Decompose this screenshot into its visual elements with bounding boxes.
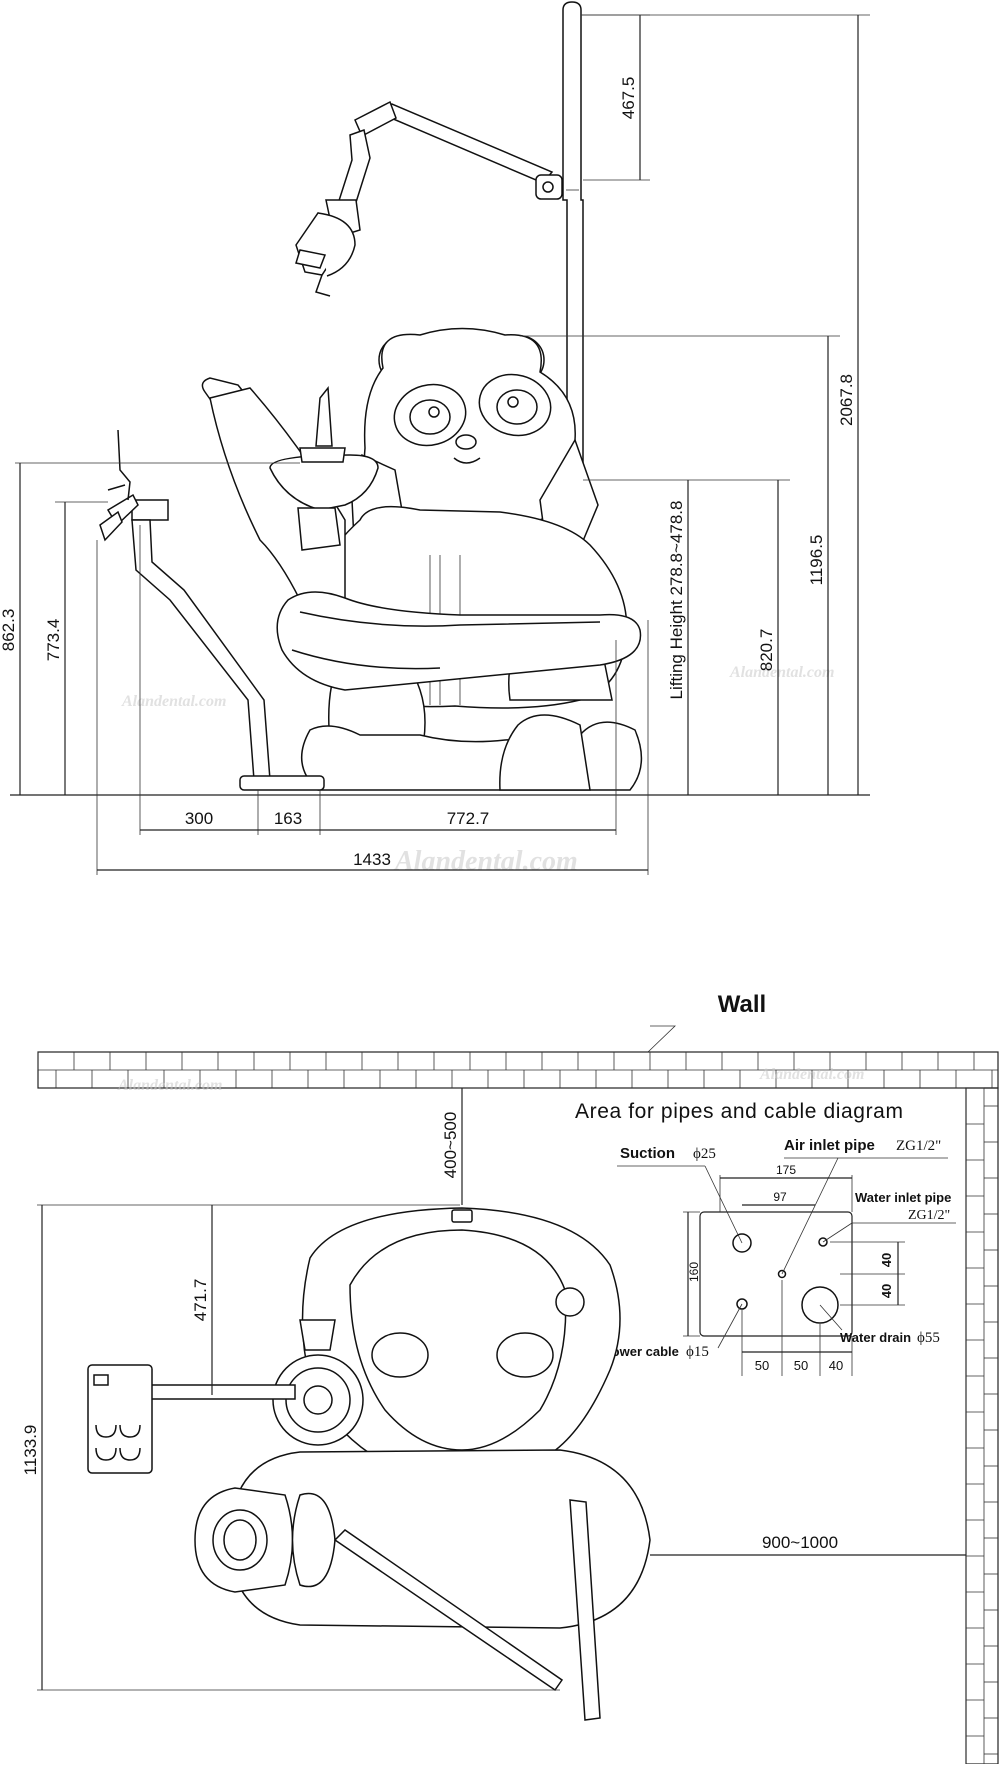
dim-50b: 50 — [794, 1358, 808, 1373]
water-drain-label: Water drain — [840, 1330, 911, 1345]
dim-97: 97 — [773, 1190, 787, 1204]
air-inlet-label: Air inlet pipe — [784, 1137, 875, 1154]
dim-light-height: 1196.5 — [807, 535, 826, 586]
suction-size: ϕ25 — [693, 1146, 716, 1162]
water-inlet-label: Water inlet pipe — [855, 1190, 951, 1205]
pipe-area-box: Suction ϕ25 Air inlet pipe ZG1/2" Water … — [603, 1137, 956, 1376]
panda-body — [300, 327, 643, 791]
dim-overall-height: 2067.8 — [837, 374, 856, 426]
side-dimensions: 467.5 2067.8 1196.5 820.7 Lifting Height… — [0, 14, 870, 875]
suction-label: Suction — [620, 1145, 675, 1162]
air-inlet-size: ZG1/2" — [896, 1138, 941, 1154]
dim-tray-height: 862.3 — [0, 609, 18, 652]
watermark: Alandental.com — [759, 1066, 864, 1083]
light-pole — [562, 1, 584, 486]
dim-depth: 471.7 — [191, 1279, 210, 1322]
wall-label: Wall — [718, 991, 766, 1018]
delivery-arm — [99, 429, 325, 791]
water-drain-size: ϕ55 — [917, 1330, 940, 1346]
power-cable-label: Power cable — [603, 1344, 679, 1359]
top-view: Wall Alandental.com Alandental.com Area … — [21, 991, 999, 1765]
watermark: Alandental.com — [117, 1077, 222, 1094]
cuspidor — [269, 386, 379, 551]
dim-w163: 163 — [274, 809, 302, 828]
dim-height-top: 467.5 — [619, 77, 638, 120]
dim-40c: 40 — [829, 1358, 843, 1373]
watermark: Alandental.com — [729, 664, 834, 681]
water-inlet-size: ZG1/2" — [908, 1208, 950, 1223]
pipes-diagram-title: Area for pipes and cable diagram — [575, 1100, 904, 1123]
watermark: Alandental.com — [393, 846, 578, 877]
dim-40b: 40 — [879, 1284, 894, 1298]
dim-50a: 50 — [755, 1358, 769, 1373]
operating-light — [295, 212, 356, 297]
light-arm — [325, 100, 563, 239]
power-cable-size: ϕ15 — [686, 1344, 709, 1360]
side-view: Alandental.com Alandental.com Alandental… — [0, 1, 870, 877]
dim-w772: 772.7 — [447, 809, 490, 828]
dim-wall-gap: 400~500 — [441, 1112, 460, 1179]
dim-lifting-height: Lifting Height 278.8~478.8 — [667, 501, 686, 700]
dim-side-clearance: 900~1000 — [762, 1533, 838, 1552]
dim-w300: 300 — [185, 809, 213, 828]
dim-total-length: 1433 — [353, 850, 391, 869]
instrument-holders — [93, 1374, 141, 1461]
top-dimensions: 1133.9 471.7 900~1000 — [21, 1204, 966, 1691]
dim-175: 175 — [776, 1163, 796, 1177]
dim-overall-width: 1133.9 — [21, 1425, 40, 1476]
dim-160: 160 — [687, 1262, 701, 1282]
watermark: Alandental.com — [121, 693, 226, 710]
dim-40a: 40 — [879, 1253, 894, 1267]
dental-chair — [201, 377, 642, 691]
dim-arm-height: 773.4 — [44, 619, 63, 662]
chair-top-view — [87, 1207, 651, 1721]
dim-seat-height: 820.7 — [757, 629, 776, 672]
